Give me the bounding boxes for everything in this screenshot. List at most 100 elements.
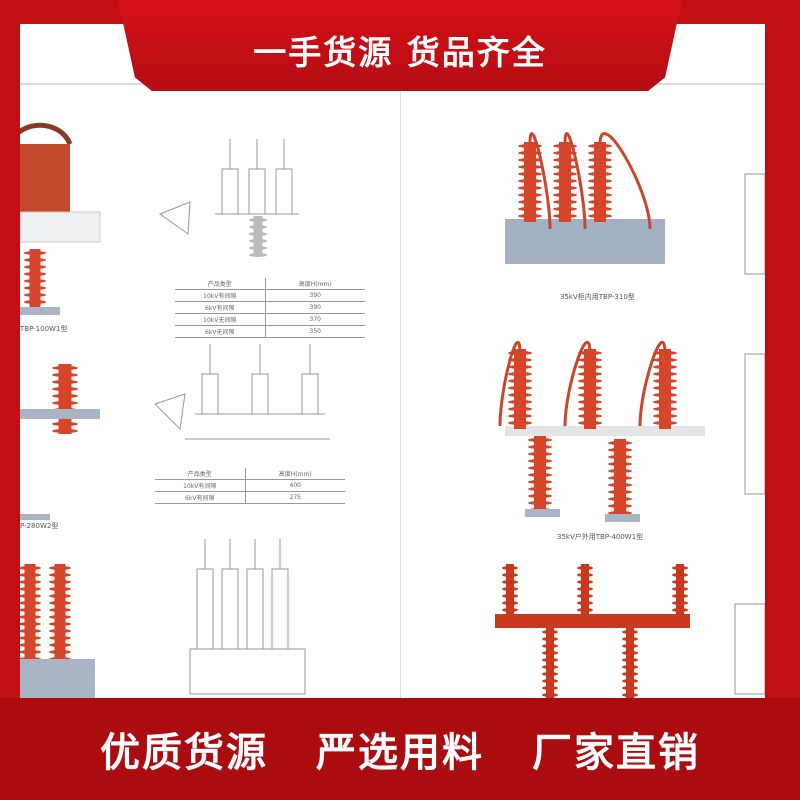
insulator-fin [588, 172, 612, 176]
insulator-fin [24, 300, 46, 304]
insulator-fin [528, 487, 552, 491]
lead-wire [563, 340, 592, 427]
insulator-fin [578, 372, 602, 376]
insulator-fin [52, 373, 78, 377]
insulator-fin [52, 422, 78, 426]
drawing-triangle [158, 201, 191, 235]
insulator-fin [518, 179, 542, 183]
insulator-fin [588, 186, 612, 190]
insulator-fin [52, 380, 78, 384]
insulator-fin [518, 207, 542, 211]
insulator-fin [20, 643, 41, 647]
insulator-fin [542, 651, 558, 655]
insulator-fin [653, 414, 677, 418]
insulator-fin [622, 665, 638, 669]
drawing-arrester [221, 568, 239, 650]
insulator-fin [588, 214, 612, 218]
insulator-fin [49, 636, 71, 640]
insulator-fin [508, 372, 532, 376]
insulator-fin [249, 239, 267, 243]
drawing-arrester [201, 373, 219, 415]
insulator-fin [528, 480, 552, 484]
insulator-fin [508, 414, 532, 418]
insulator-fin [577, 566, 593, 570]
insulator-fin [542, 679, 558, 683]
base [20, 514, 50, 520]
drawing-arrester [744, 173, 765, 275]
caption: 35kV户外用TBP-400W1型 [557, 533, 644, 541]
insulator-fin [508, 393, 532, 397]
insulator-fin [508, 379, 532, 383]
drawing-arrester [301, 373, 319, 415]
housing [20, 211, 101, 243]
insulator-fin [672, 594, 688, 598]
insulator-fin [20, 594, 41, 598]
insulator-fin [508, 358, 532, 362]
insulator-fin [622, 672, 638, 676]
insulator-fin [52, 429, 78, 433]
lead-wire [20, 122, 73, 146]
footer-banner: 优质货源 严选用料 厂家直销 [0, 698, 800, 800]
insulator-fin [24, 279, 46, 283]
arrester-illustrations [20, 122, 765, 698]
insulator-fin [24, 251, 46, 255]
insulator-fin [553, 193, 577, 197]
insulator-fin [577, 573, 593, 577]
insulator-fin [502, 601, 518, 605]
table-row: 产品类型高度H(mm) [175, 278, 365, 290]
insulator-fin [502, 573, 518, 577]
insulator-fin [608, 469, 632, 473]
product-catalog-image: TBP-100W1型 P-280W2型 35kV柜内用TBP-310型 35kV… [20, 24, 765, 698]
slogan: 厂家直销 [532, 730, 700, 776]
insulator-fin [622, 658, 638, 662]
insulator-fin [508, 386, 532, 390]
insulator-fin [622, 644, 638, 648]
insulator-fin [52, 387, 78, 391]
insulator-fin [20, 566, 41, 570]
insulator-fin [502, 580, 518, 584]
insulator-fin [588, 151, 612, 155]
insulator-fin [502, 608, 518, 612]
insulator-fin [578, 379, 602, 383]
insulator-fin [542, 693, 558, 697]
table-cell: 高度H(mm) [265, 278, 365, 290]
insulator-fin [49, 601, 71, 605]
lead-wire [563, 132, 587, 230]
insulator-fin [49, 580, 71, 584]
insulator-fin [608, 462, 632, 466]
insulator-fin [608, 490, 632, 494]
insulator-fin [653, 400, 677, 404]
insulator-fin [49, 594, 71, 598]
insulator-fin [588, 144, 612, 148]
insulator-fin [588, 193, 612, 197]
insulator-fin [528, 445, 552, 449]
insulator-fin [249, 232, 267, 236]
table-cell: 370 [265, 313, 365, 326]
insulator-fin [49, 622, 71, 626]
insulator-fin [608, 476, 632, 480]
drawing-arrester [196, 568, 214, 650]
lead-wire [638, 340, 667, 427]
insulator-fin [577, 601, 593, 605]
insulator-fin [508, 400, 532, 404]
insulator-fin [502, 566, 518, 570]
insulator-fin [49, 587, 71, 591]
insulator-fin [608, 448, 632, 452]
insulator-fin [622, 637, 638, 641]
insulator-fin [52, 401, 78, 405]
insulator-fin [518, 151, 542, 155]
insulator-fin [577, 587, 593, 591]
insulator [24, 564, 36, 664]
insulator-fin [588, 179, 612, 183]
insulator-fin [577, 608, 593, 612]
insulator-fin [553, 207, 577, 211]
insulator-fin [249, 253, 267, 257]
drawing-arrester [734, 603, 765, 695]
insulator-fin [20, 650, 41, 654]
table-cell: 6kV有间隙 [155, 491, 246, 504]
table-cell: 400 [245, 479, 345, 492]
insulator-fin [578, 386, 602, 390]
